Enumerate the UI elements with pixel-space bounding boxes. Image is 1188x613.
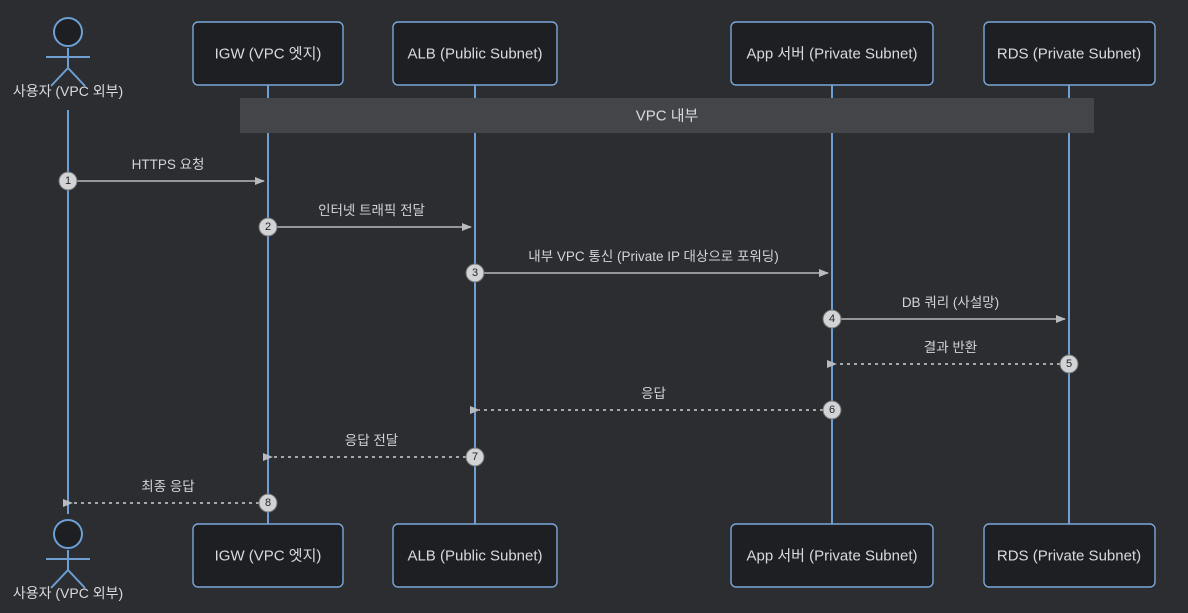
sequence-number-5: 5 [1066,358,1072,370]
sequence-number-6: 6 [829,404,835,416]
participant-igw-bottom[interactable]: IGW (VPC 엣지) [192,523,344,588]
sequence-number-1: 1 [65,175,71,187]
lifelines-layer [67,85,1070,524]
actor-leg-right [67,569,86,589]
actor-user: 사용자 (VPC 외부) [13,17,123,99]
actor-head-icon [53,17,83,47]
message-label-3: 내부 VPC 통신 (Private IP 대상으로 포워딩) [528,249,778,264]
participant-rds-top[interactable]: RDS (Private Subnet) [983,21,1156,86]
sequence-badge-7 [465,447,485,467]
sequence-number-7: 7 [472,451,478,463]
participant-box-app [730,21,934,86]
participant-box-alb [392,21,558,86]
sequence-badge-6 [822,400,842,420]
participant-alb-top[interactable]: ALB (Public Subnet) [392,21,558,86]
message-label-8: 최종 응답 [141,479,194,494]
actor-leg-left [50,67,69,87]
sequence-badge-1 [58,171,78,191]
messages-layer: HTTPS 요청 1 인터넷 트래픽 전달 2 내부 VPC 통신 (Private I… [58,157,1079,513]
actor-user: 사용자 (VPC 외부) [13,519,123,601]
sequence-number-2: 2 [265,221,271,233]
participant-box-alb [392,523,558,588]
sequence-number-4: 4 [829,313,835,325]
message-label-1: HTTPS 요청 [132,157,205,172]
participant-box-igw [192,523,344,588]
participant-box-app [730,523,934,588]
sequence-badge-4 [822,309,842,329]
sequence-badge-8 [258,493,278,513]
sequence-badge-2 [258,217,278,237]
message-label-7: 응답 전달 [345,433,398,448]
participant-rds-bottom[interactable]: RDS (Private Subnet) [983,523,1156,588]
message-7[interactable]: 응답 전달 7 [263,433,485,467]
participant-box-rds [983,523,1156,588]
message-label-4: DB 쿼리 (사설망) [902,295,999,310]
vpc-note-label: VPC 내부 [636,107,699,124]
participants-layer: 사용자 (VPC 외부) 사용자 (VPC 외부) IGW (VPC 엣지) IGW … [13,17,1156,601]
participant-label-igw: IGW (VPC 엣지) [215,45,322,62]
sequence-badge-5 [1059,354,1079,374]
message-5[interactable]: 결과 반환 5 [827,340,1079,374]
actor-label: 사용자 (VPC 외부) [13,83,123,99]
participant-igw-top[interactable]: IGW (VPC 엣지) [192,21,344,86]
participant-label-rds: RDS (Private Subnet) [997,547,1141,564]
message-1[interactable]: HTTPS 요청 1 [58,157,265,191]
actor-head-icon [53,519,83,549]
participant-box-igw [192,21,344,86]
participant-app-top[interactable]: App 서버 (Private Subnet) [730,21,934,86]
vpc-note-rect [240,98,1094,133]
message-label-6: 응답 [641,386,666,401]
message-label-2: 인터넷 트래픽 전달 [318,203,425,218]
sequence-number-3: 3 [472,267,478,279]
message-3[interactable]: 내부 VPC 통신 (Private IP 대상으로 포워딩) 3 [465,249,829,283]
message-label-5: 결과 반환 [924,340,977,355]
participant-label-igw: IGW (VPC 엣지) [215,547,322,564]
participant-alb-bottom[interactable]: ALB (Public Subnet) [392,523,558,588]
participant-label-app: App 서버 (Private Subnet) [746,547,917,564]
participant-label-app: App 서버 (Private Subnet) [746,45,917,62]
message-8[interactable]: 최종 응답 8 [63,479,278,513]
participant-label-alb: ALB (Public Subnet) [407,547,542,564]
message-4[interactable]: DB 쿼리 (사설망) 4 [822,295,1066,329]
vpc-note-layer: VPC 내부 [240,98,1094,133]
participant-app-bottom[interactable]: App 서버 (Private Subnet) [730,523,934,588]
message-2[interactable]: 인터넷 트래픽 전달 2 [258,203,472,237]
sequence-badge-3 [465,263,485,283]
actor-leg-left [50,569,69,589]
participant-label-rds: RDS (Private Subnet) [997,45,1141,62]
actor-leg-right [67,67,86,87]
participant-box-rds [983,21,1156,86]
message-6[interactable]: 응답 6 [470,386,842,420]
participant-label-alb: ALB (Public Subnet) [407,45,542,62]
sequence-number-8: 8 [265,497,271,509]
actor-label: 사용자 (VPC 외부) [13,585,123,601]
